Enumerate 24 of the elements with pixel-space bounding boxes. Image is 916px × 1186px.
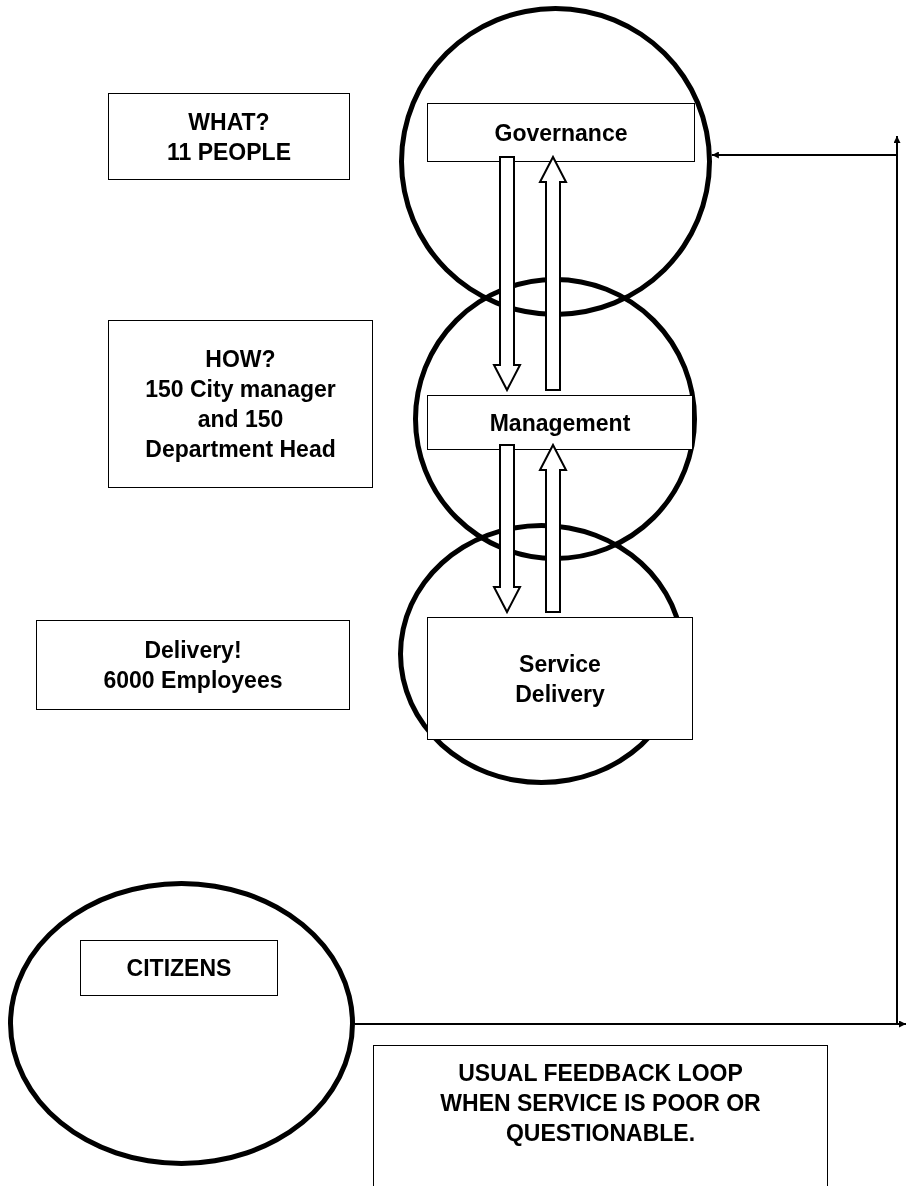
box-label: Governance — [494, 118, 628, 148]
circle — [8, 881, 355, 1166]
box-label: Management — [489, 408, 631, 438]
text-box — [427, 617, 693, 740]
text-box — [427, 103, 695, 162]
box-label: CITIZENS — [126, 954, 232, 983]
block-arrow — [492, 156, 522, 393]
box-label: Delivery! — [144, 636, 242, 665]
box-label: 150 City manager and 150 Department Head — [144, 375, 337, 464]
box-label: USUAL FEEDBACK LOOP WHEN SERVICE IS POOR OR QUESTIONABLE. — [439, 1059, 762, 1148]
text-box — [80, 940, 278, 996]
text-box — [427, 395, 693, 450]
box-label: 11 PEOPLE — [167, 137, 291, 167]
block-arrow — [492, 444, 522, 615]
block-arrow — [538, 442, 568, 613]
block-arrow — [538, 154, 568, 391]
text-box — [36, 620, 350, 710]
box-label: WHAT? — [188, 107, 270, 137]
text-box — [108, 93, 350, 180]
box-label: Service Delivery — [514, 649, 606, 709]
box-label: 6000 Employees — [103, 666, 283, 695]
text-box — [373, 1045, 828, 1186]
box-label: HOW? — [205, 345, 276, 374]
text-box — [108, 320, 373, 488]
